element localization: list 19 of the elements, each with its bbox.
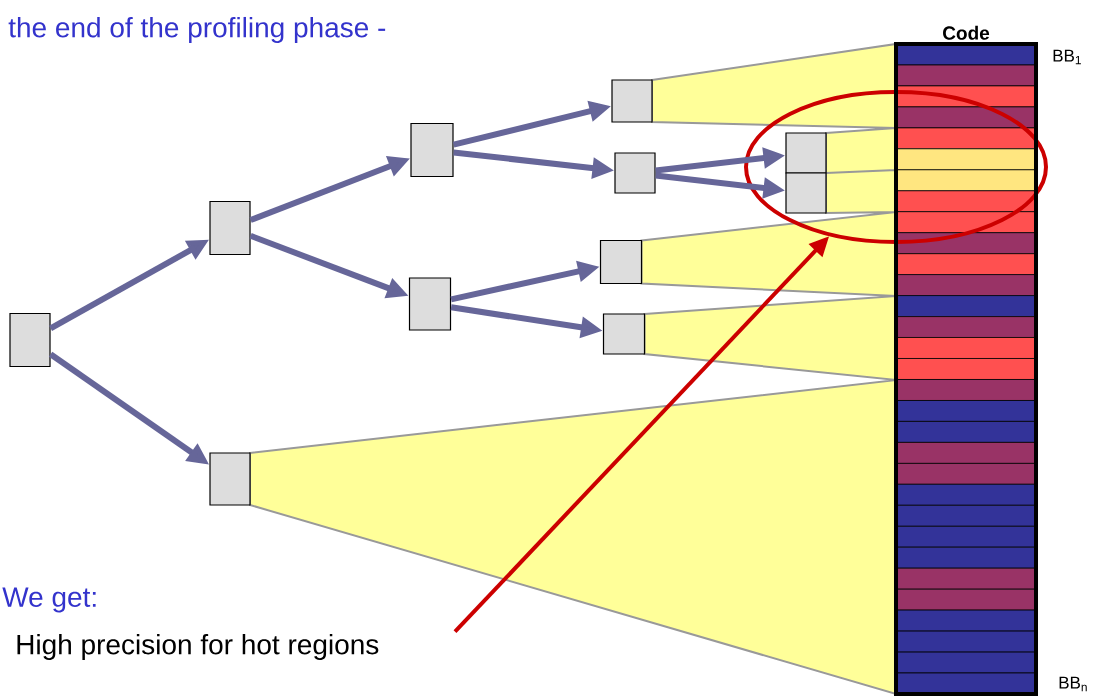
tree-box: [209, 200, 251, 256]
tree-box: [602, 313, 646, 355]
heading-text: We get:: [2, 587, 96, 613]
tree-box: [614, 152, 656, 194]
block-label: BB$_{1}$: [1053, 49, 1081, 65]
tree-box: [410, 122, 454, 178]
tree-box: [408, 277, 452, 331]
code-column: Code: [894, 25, 1038, 696]
tree-box: [599, 239, 643, 285]
highlight-ellipse: [744, 90, 1048, 244]
tree-box: [9, 312, 51, 368]
block-label: BB$_{n}$: [1059, 676, 1087, 692]
heading-text: the end of the profiling phase -: [8, 16, 386, 44]
tree-box: [785, 172, 827, 214]
node-label: Code: [943, 25, 990, 40]
tree-box: [785, 132, 827, 174]
tree-box: [209, 452, 251, 506]
tree-box: [611, 79, 653, 123]
annotation-text: High precision for hot regions: [17, 633, 379, 661]
